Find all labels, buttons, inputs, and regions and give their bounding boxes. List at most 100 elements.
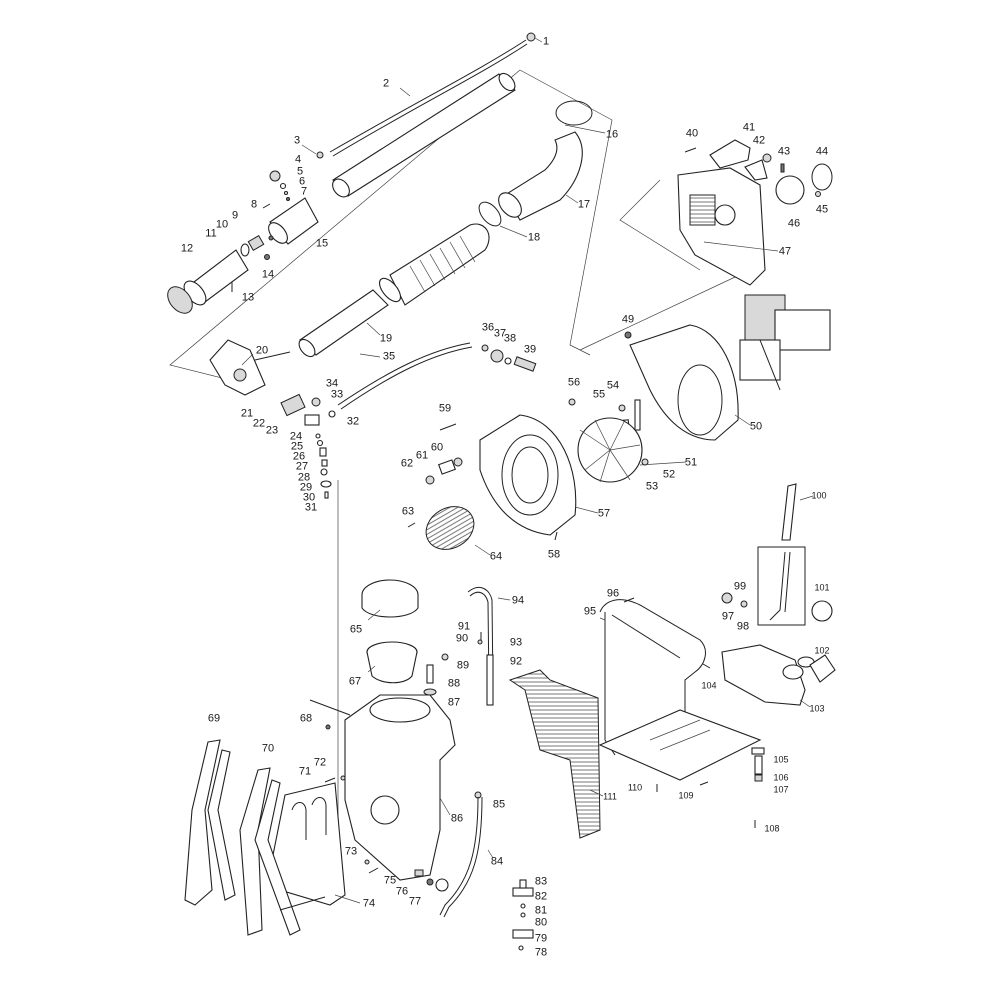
fan-housing-assembly	[407, 294, 831, 550]
part-callout-75: 75	[383, 874, 397, 887]
part-callout-6: 6	[298, 175, 306, 188]
part-callout-31: 31	[304, 501, 318, 514]
part-callout-3: 3	[293, 134, 301, 147]
part-callout-87: 87	[447, 696, 461, 709]
part-callout-11: 11	[205, 227, 217, 240]
part-callout-15: 15	[315, 237, 329, 250]
part-callout-60: 60	[430, 441, 444, 454]
part-callout-4: 4	[294, 153, 302, 166]
part-callout-45: 45	[815, 203, 829, 216]
fuel-tank-frame-assembly	[508, 483, 836, 839]
part-callout-81: 81	[534, 904, 548, 917]
part-callout-40: 40	[685, 127, 699, 140]
part-callout-100: 100	[811, 490, 827, 501]
part-callout-25: 25	[290, 440, 304, 453]
part-callout-36: 36	[481, 321, 495, 334]
fan-impeller-icon	[577, 417, 643, 483]
part-callout-34: 34	[325, 377, 339, 390]
part-callout-51: 51	[684, 456, 698, 469]
part-callout-2: 2	[382, 77, 390, 90]
part-callout-71: 71	[298, 765, 312, 778]
fuel-tank-icon	[721, 644, 806, 706]
part-callout-73: 73	[344, 845, 358, 858]
part-callout-84: 84	[490, 855, 504, 868]
part-callout-95: 95	[583, 605, 597, 618]
part-callout-111: 111	[603, 791, 617, 802]
blower-pipe-assembly	[167, 32, 593, 358]
part-callout-61: 61	[415, 449, 429, 462]
part-callout-33: 33	[330, 388, 344, 401]
part-callout-37: 37	[493, 327, 507, 340]
leader-lines	[241, 37, 814, 904]
part-callout-99: 99	[733, 580, 747, 593]
part-callout-28: 28	[297, 471, 311, 484]
part-callout-29: 29	[299, 481, 313, 494]
part-callout-80: 80	[534, 916, 548, 929]
part-callout-43: 43	[777, 145, 791, 158]
part-callout-94: 94	[511, 594, 525, 607]
part-callout-22: 22	[252, 417, 266, 430]
part-callout-46: 46	[787, 217, 801, 230]
part-callout-13: 13	[241, 291, 255, 304]
part-callout-38: 38	[503, 332, 517, 345]
part-callout-98: 98	[736, 620, 750, 633]
part-callout-69: 69	[207, 712, 221, 725]
part-callout-21: 21	[240, 407, 254, 420]
part-callout-104: 104	[701, 680, 717, 691]
part-callout-41: 41	[742, 121, 756, 134]
part-callout-17: 17	[577, 198, 591, 211]
part-callout-97: 97	[721, 610, 735, 623]
part-callout-12: 12	[180, 242, 194, 255]
part-callout-42: 42	[752, 134, 766, 147]
part-callout-56: 56	[567, 376, 581, 389]
part-callout-57: 57	[597, 507, 611, 520]
part-callout-14: 14	[261, 268, 275, 281]
part-callout-35: 35	[382, 350, 396, 363]
part-callout-49: 49	[621, 313, 635, 326]
part-callout-74: 74	[362, 897, 376, 910]
part-callout-58: 58	[547, 548, 561, 561]
shoulder-strap-icon	[184, 739, 326, 936]
tank-frame-backpad-assembly	[184, 579, 534, 951]
part-callout-8: 8	[250, 198, 258, 211]
part-callout-55: 55	[592, 388, 606, 401]
part-callout-47: 47	[778, 245, 792, 258]
part-callout-89: 89	[456, 659, 470, 672]
engine-icon	[739, 294, 831, 391]
part-callout-59: 59	[438, 402, 452, 415]
part-callout-107: 107	[773, 784, 789, 795]
part-callout-1: 1	[542, 35, 550, 48]
part-callout-18: 18	[527, 231, 541, 244]
part-callout-65: 65	[349, 623, 363, 636]
part-callout-52: 52	[662, 468, 676, 481]
part-callout-85: 85	[492, 798, 506, 811]
part-callout-106: 106	[773, 772, 789, 783]
part-callout-78: 78	[534, 946, 548, 959]
part-callout-88: 88	[447, 677, 461, 690]
part-callout-63: 63	[401, 505, 415, 518]
part-callout-110: 110	[627, 782, 643, 793]
part-callout-64: 64	[489, 550, 503, 563]
part-callout-96: 96	[606, 587, 620, 600]
part-callout-30: 30	[302, 491, 316, 504]
part-callout-92: 92	[509, 655, 523, 668]
part-callout-105: 105	[773, 754, 789, 765]
part-callout-50: 50	[749, 420, 763, 433]
part-callout-62: 62	[400, 457, 414, 470]
part-callout-91: 91	[457, 620, 471, 633]
part-callout-101: 101	[814, 582, 830, 593]
part-callout-72: 72	[313, 756, 327, 769]
part-callout-20: 20	[255, 344, 269, 357]
part-callout-102: 102	[814, 645, 830, 656]
part-callout-82: 82	[534, 890, 548, 903]
part-callout-7: 7	[300, 185, 308, 198]
part-callout-26: 26	[292, 450, 306, 463]
part-callout-93: 93	[509, 636, 523, 649]
part-callout-70: 70	[261, 742, 275, 755]
part-callout-103: 103	[809, 703, 825, 714]
part-callout-44: 44	[815, 145, 829, 158]
part-callout-54: 54	[606, 379, 620, 392]
part-callout-109: 109	[678, 790, 694, 801]
part-callout-10: 10	[215, 218, 229, 231]
